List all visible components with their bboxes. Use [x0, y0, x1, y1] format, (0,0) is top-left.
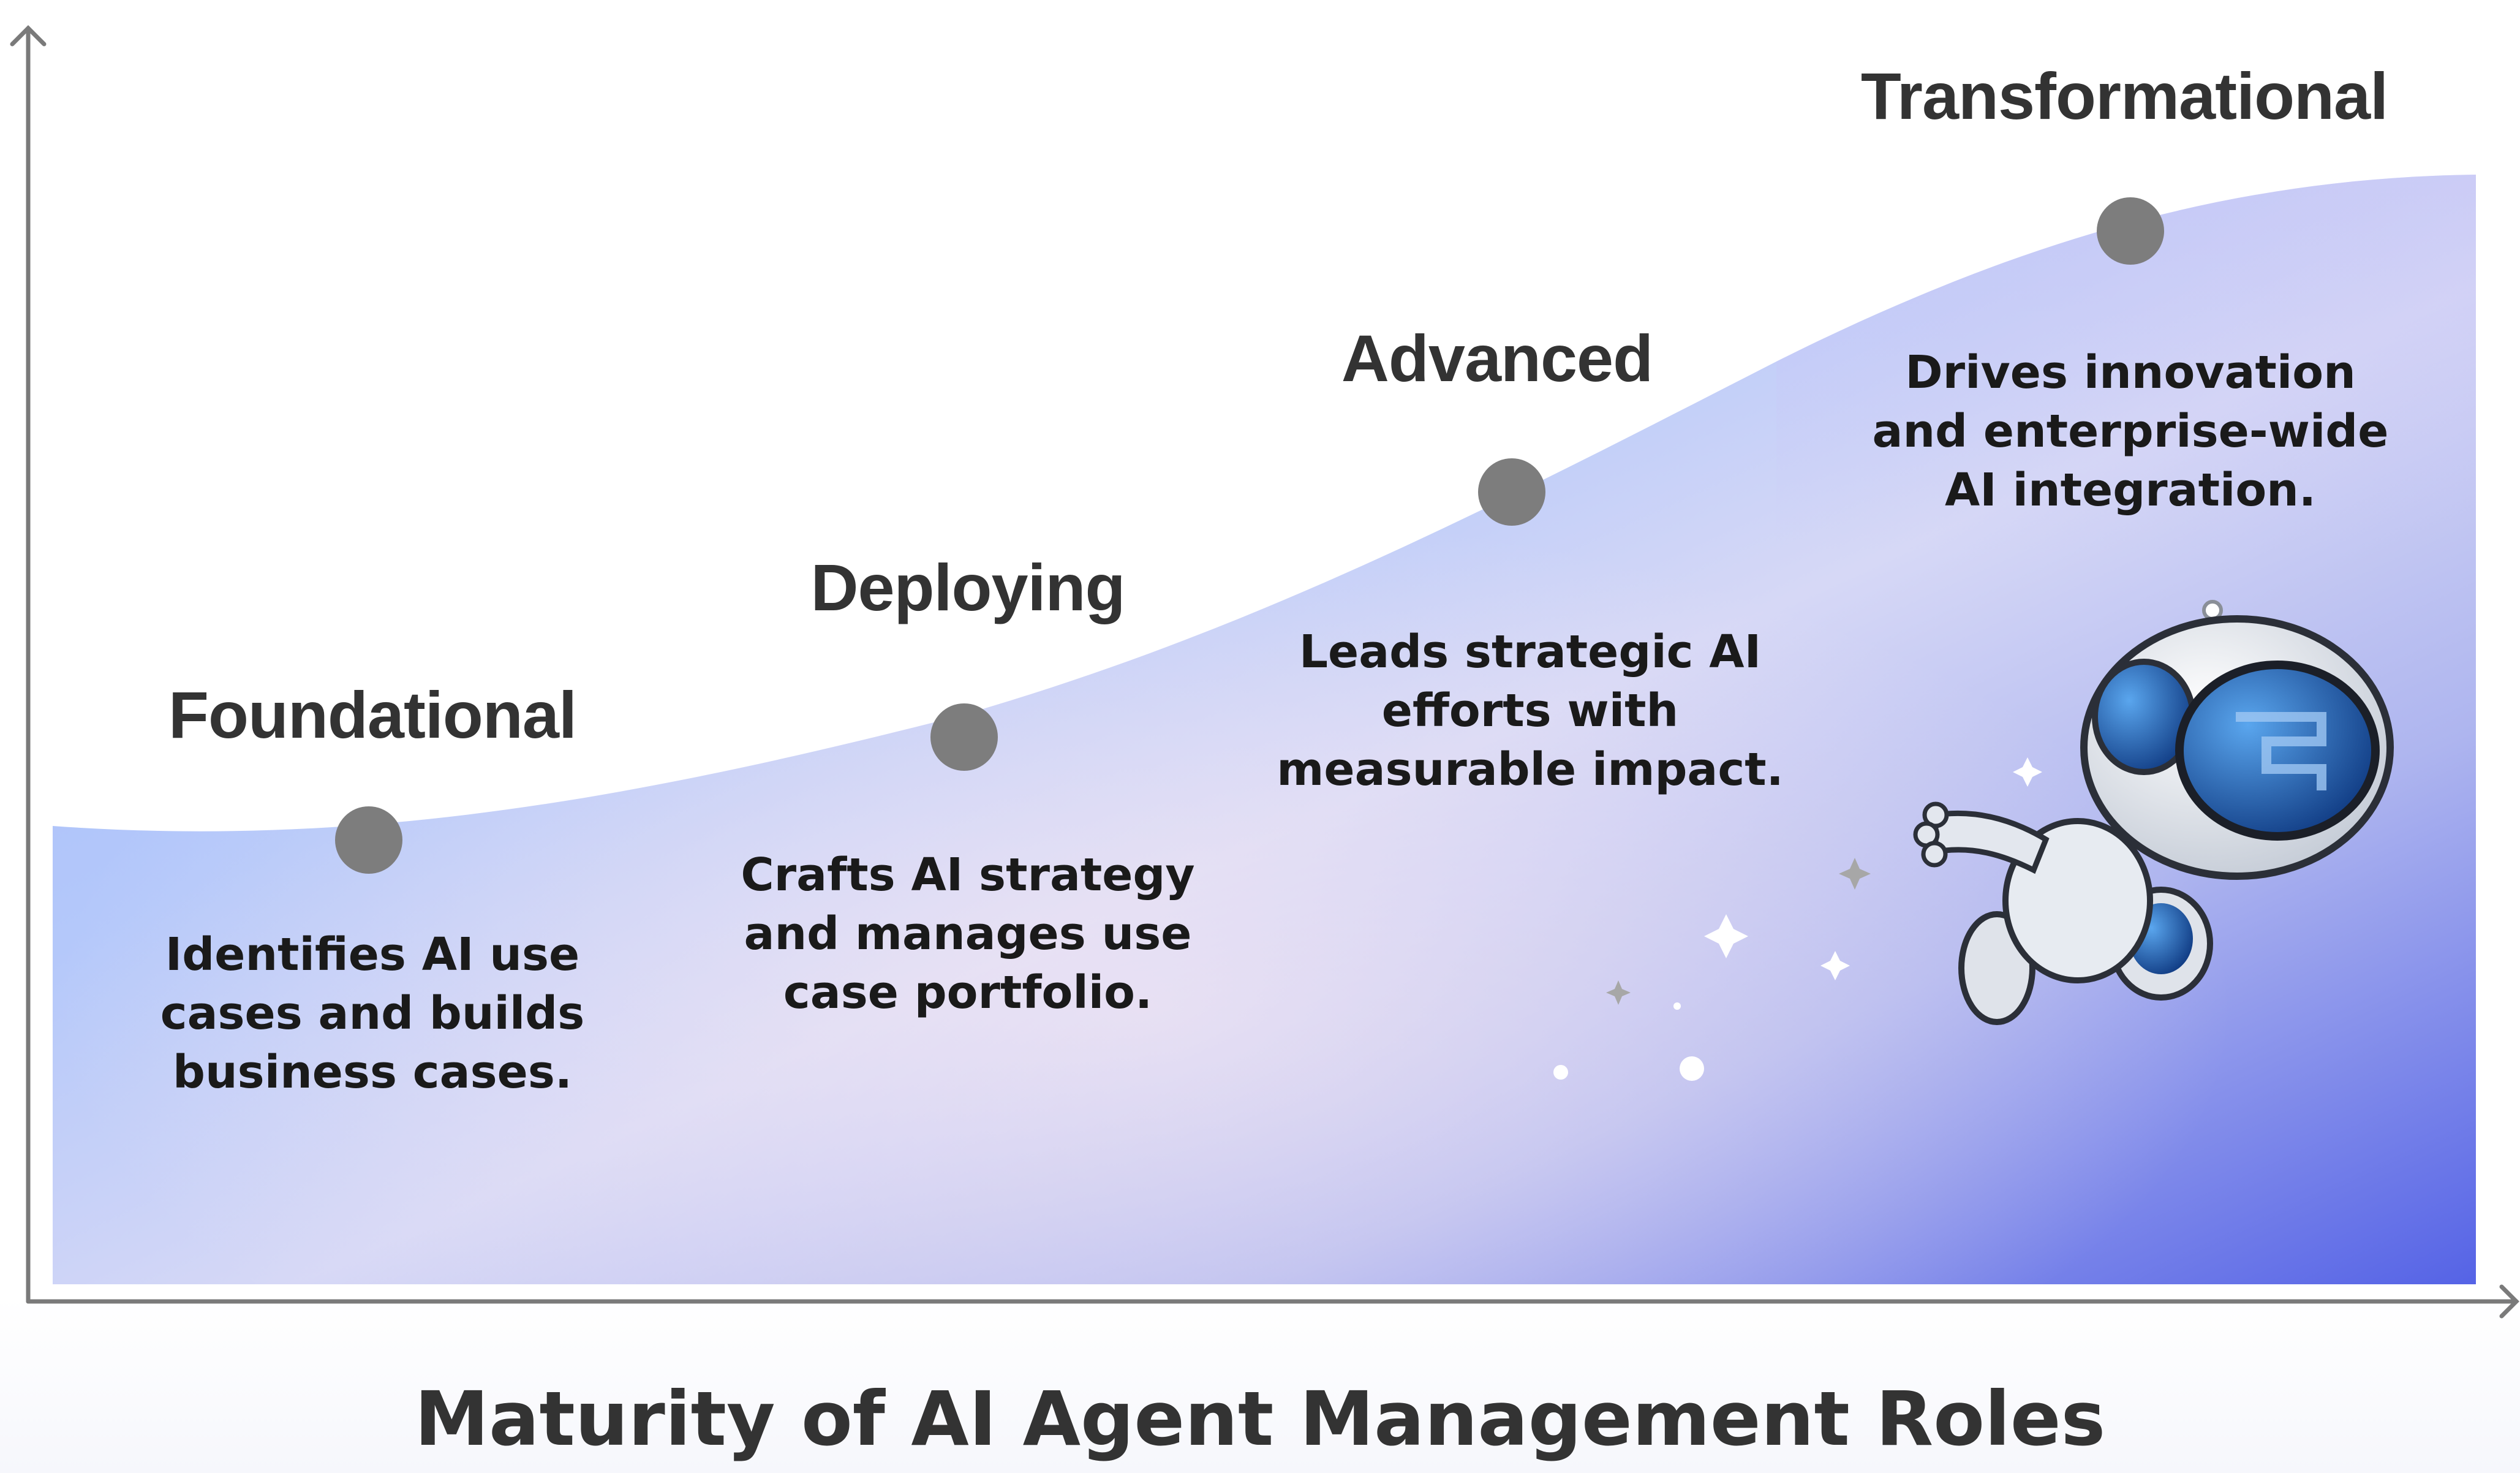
marker-foundational [335, 806, 402, 874]
robot-mascot-illustration [1913, 600, 2394, 1025]
description-line: Identifies AI use [165, 928, 580, 981]
description-line: AI integration. [1945, 464, 2316, 517]
description-line: case portfolio. [783, 966, 1153, 1019]
marker-deploying [930, 703, 998, 771]
marker-transformational [2097, 197, 2164, 265]
description-line: cases and builds [160, 987, 585, 1040]
stage-description-transformational: Drives innovation and enterprise-wide AI… [1873, 343, 2389, 520]
description-line: Drives innovation [1905, 346, 2356, 399]
stage-title-transformational: Transformational [1860, 59, 2388, 133]
sparkles-decoration [1553, 757, 2042, 1081]
stage-description-deploying: Crafts AI strategy and manages use case … [741, 846, 1194, 1022]
sparkles-gray-decoration [1606, 858, 1871, 1005]
description-line: efforts with [1381, 684, 1679, 737]
description-line: and manages use [744, 907, 1192, 960]
stage-description-foundational: Identifies AI use cases and builds busin… [160, 925, 585, 1102]
description-line: business cases. [173, 1046, 572, 1099]
description-line: Crafts AI strategy [741, 849, 1195, 901]
y-axis [10, 25, 47, 1304]
maturity-curve-top-tint [1776, 175, 2476, 551]
stage-description-advanced: Leads strategic AI efforts with measurab… [1277, 623, 1783, 799]
description-line: and enterprise-wide [1872, 405, 2389, 458]
stage-title-deploying: Deploying [810, 550, 1125, 624]
marker-advanced [1478, 458, 1545, 526]
description-line: Leads strategic AI [1299, 626, 1762, 678]
stage-title-foundational: Foundational [168, 678, 577, 752]
x-axis [26, 1284, 2519, 1319]
description-line: measurable impact. [1277, 743, 1784, 796]
x-axis-title: Maturity of AI Agent Management Roles [414, 1376, 2106, 1463]
stage-title-advanced: Advanced [1341, 321, 1653, 395]
